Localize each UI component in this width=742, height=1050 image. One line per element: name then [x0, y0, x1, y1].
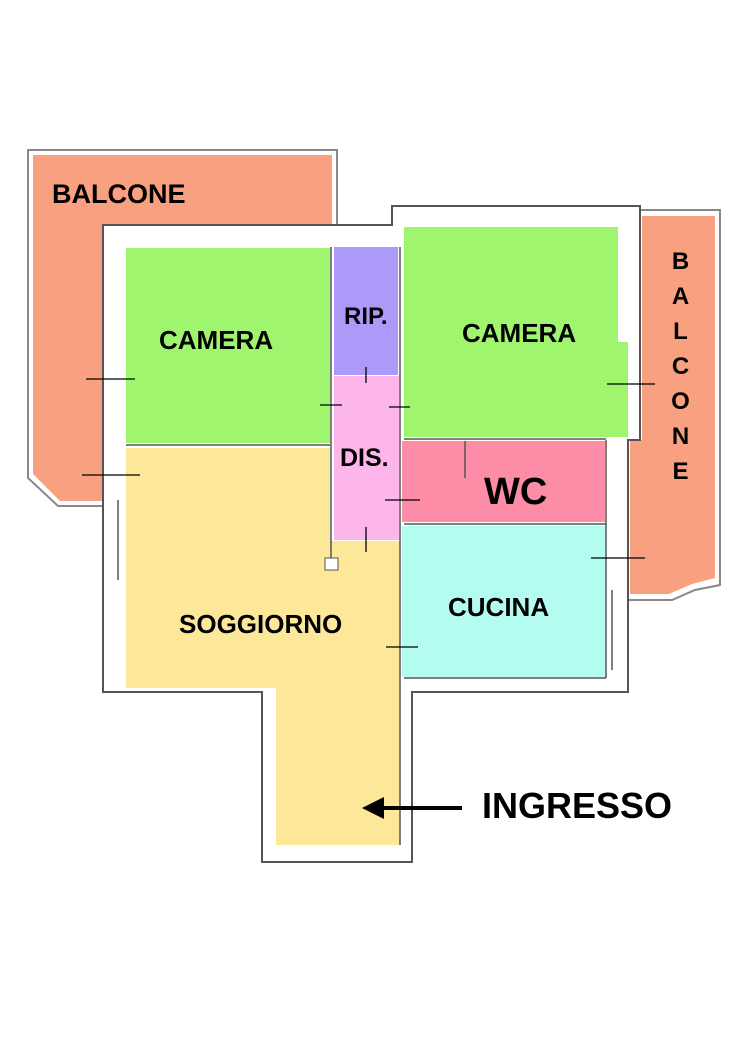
wc-label: WC — [484, 471, 548, 513]
balcony-right-fill — [630, 216, 715, 594]
cucina-area — [402, 526, 605, 677]
cucina-label: CUCINA — [448, 592, 550, 622]
wc-area — [402, 441, 605, 522]
ripostiglio-area — [334, 247, 398, 375]
camera-left-area — [126, 248, 330, 443]
disimpegno-label: DIS. — [340, 444, 389, 472]
balcony-left-label: BALCONE — [52, 179, 186, 209]
interior-walls — [117, 247, 613, 845]
balcony-right-label: BALCONE — [667, 248, 694, 493]
ripostiglio-label: RIP. — [344, 303, 388, 330]
soggiorno-label: SOGGIORNO — [179, 609, 343, 639]
disimpegno-area — [334, 376, 399, 540]
camera-right-area — [404, 227, 628, 437]
camera-right-label: CAMERA — [462, 318, 577, 348]
entrance-label: INGRESSO — [482, 785, 673, 826]
pillar — [324, 557, 339, 571]
entrance-arrow — [362, 797, 462, 819]
camera-left-label: CAMERA — [159, 325, 274, 355]
door-marks — [82, 367, 655, 648]
